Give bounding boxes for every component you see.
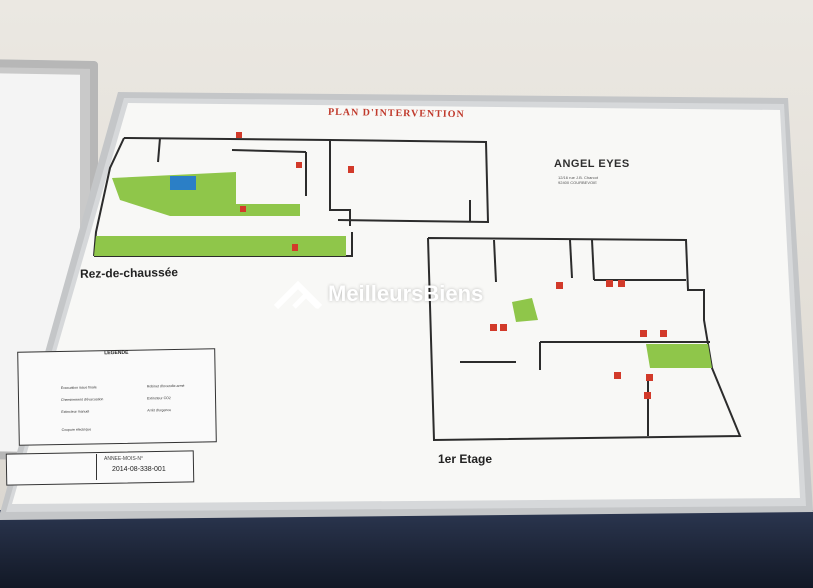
first-floor-evacuation-path bbox=[512, 298, 712, 368]
company-address: 12/16 rue J.B. Charcot 92400 COURBEVOIE bbox=[558, 175, 628, 185]
bottom-surface bbox=[0, 510, 813, 588]
plan-title: PLAN D'INTERVENTION bbox=[327, 106, 465, 121]
legend-item: Extincteur CO2 bbox=[146, 396, 171, 401]
legend-item: Arrêt d'urgence bbox=[147, 408, 172, 413]
legend-item: Coupure électrique bbox=[61, 427, 92, 432]
first-floor-walls bbox=[427, 237, 742, 442]
ground-floor-evacuation-path bbox=[94, 172, 346, 256]
legend-item: Cheminement d'évacuation bbox=[61, 397, 104, 402]
watermark: MeilleursBiens bbox=[274, 279, 483, 309]
you-are-here-marker bbox=[170, 176, 196, 190]
address-line-1: 12/16 rue J.B. Charcot bbox=[558, 175, 599, 180]
legend-title: LEGENDE bbox=[104, 349, 129, 357]
watermark-brand: MeilleursBiens bbox=[328, 281, 484, 306]
signature-divider bbox=[96, 454, 97, 480]
legend-item: Evacuation issue finale bbox=[60, 385, 97, 390]
first-floor-label: 1er Etage bbox=[438, 452, 493, 466]
legend-item: Extincteur manuel bbox=[61, 409, 90, 414]
address-line-2: 92400 COURBEVOIE bbox=[558, 180, 597, 185]
reference-number: 2014-08-338-001 bbox=[112, 466, 166, 473]
reference-label: ANNEE-MOIS-N° bbox=[104, 456, 143, 462]
ground-floor-walls bbox=[93, 137, 490, 257]
legend-item: Robinet d'incendie armé bbox=[146, 383, 185, 389]
ground-floor-label: Rez-de-chaussée bbox=[79, 265, 179, 281]
company-name: ANGEL EYES bbox=[554, 158, 630, 170]
legend-box: LEGENDE Evacuation issue finale Cheminem… bbox=[17, 348, 217, 446]
house-roof-icon bbox=[274, 280, 322, 309]
